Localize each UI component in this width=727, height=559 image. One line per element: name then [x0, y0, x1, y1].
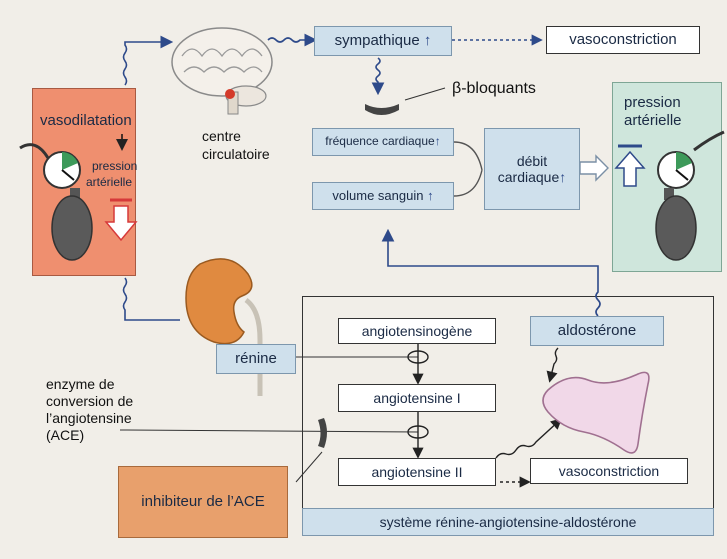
down-arrow-icon	[104, 198, 138, 242]
brain-icon	[171, 27, 273, 115]
systeme-label: système rénine-angiotensine-aldostérone	[379, 513, 637, 530]
vasodilatation-label: vasodilatation	[40, 112, 132, 129]
renine-label: rénine	[235, 350, 277, 368]
sympathique-label: sympathique	[334, 32, 420, 50]
sympathique-box: sympathique ↑	[314, 26, 452, 56]
angiotensinogene-label: angiotensinogène	[361, 322, 473, 339]
frequence-box: fréquence cardiaque↑	[312, 128, 454, 156]
centre-label-line1: centre	[202, 128, 241, 144]
pression-right-line2: artérielle	[624, 112, 682, 129]
vasoconstriction-bottom-box: vasoconstriction	[530, 458, 688, 484]
vasoconstriction-top-label: vasoconstriction	[569, 31, 677, 49]
volume-box: volume sanguin ↑	[312, 182, 454, 210]
inhibiteur-label: inhibiteur de l’ACE	[141, 493, 265, 511]
ace-inhibitor-shape	[318, 418, 327, 448]
gauge-right-icon	[655, 130, 725, 261]
debit-box: débit cardiaque↑	[484, 128, 580, 210]
volume-label: volume sanguin	[332, 187, 424, 203]
up-arrow-debit: ↑	[559, 169, 567, 185]
angiotensine2-box: angiotensine II	[338, 458, 496, 486]
gauge-left-icon	[19, 143, 93, 261]
aldosterone-label: aldostérone	[557, 322, 637, 340]
inhibiteur-box: inhibiteur de l’ACE	[118, 466, 288, 538]
kidney-icon	[185, 258, 263, 396]
wave-left-kidney	[122, 277, 180, 321]
enzyme-label-line1: enzyme de	[46, 376, 115, 392]
renine-box: rénine	[216, 344, 296, 374]
wave-vaso-brain	[122, 35, 174, 86]
adrenal-gland-icon	[542, 371, 650, 454]
wave-brain-sympathique	[267, 33, 318, 47]
enzyme-label-line2: conversion de	[46, 393, 134, 409]
angiotensine2-label: angiotensine II	[371, 463, 463, 480]
wave-aldo-gland	[546, 347, 559, 383]
up-arrow-icon	[614, 144, 646, 187]
vasoconstriction-bottom-label: vasoconstriction	[558, 462, 660, 479]
vasoconstriction-top-box: vasoconstriction	[546, 26, 700, 54]
angiotensinogene-box: angiotensinogène	[338, 318, 496, 344]
up-arrow-sympathique: ↑	[423, 32, 432, 50]
merge-brace	[453, 141, 483, 197]
frequence-label: fréquence cardiaque	[325, 134, 435, 149]
centre-label-line2: circulatoire	[202, 146, 270, 162]
pression-left-line2: artérielle	[86, 175, 133, 189]
hollow-arrow-right	[579, 154, 609, 182]
up-arrow-volume: ↑	[427, 187, 434, 203]
debit-label-line1: débit	[516, 152, 548, 169]
aldosterone-box: aldostérone	[530, 316, 664, 346]
debit-label-line2: cardiaque	[497, 169, 560, 185]
angiotensine1-box: angiotensine I	[338, 384, 496, 412]
wave-aldo-volume	[381, 228, 601, 317]
beta-blocker-shape	[365, 104, 399, 115]
wave-angio-gland	[495, 418, 563, 459]
enzyme-label-line4: (ACE)	[46, 427, 85, 443]
enzyme-label-line3: l’angiotensine	[46, 410, 132, 426]
up-arrow-frequence: ↑	[434, 134, 441, 149]
systeme-box: système rénine-angiotensine-aldostérone	[302, 508, 714, 536]
cascade-arrows	[407, 344, 429, 459]
pression-right-line1: pression	[624, 94, 681, 111]
pression-left-line1: pression	[92, 159, 138, 173]
wave-sympathique-down	[371, 57, 385, 96]
beta-bloquants-label: β-bloquants	[452, 80, 536, 97]
angiotensine1-label: angiotensine I	[373, 389, 461, 406]
